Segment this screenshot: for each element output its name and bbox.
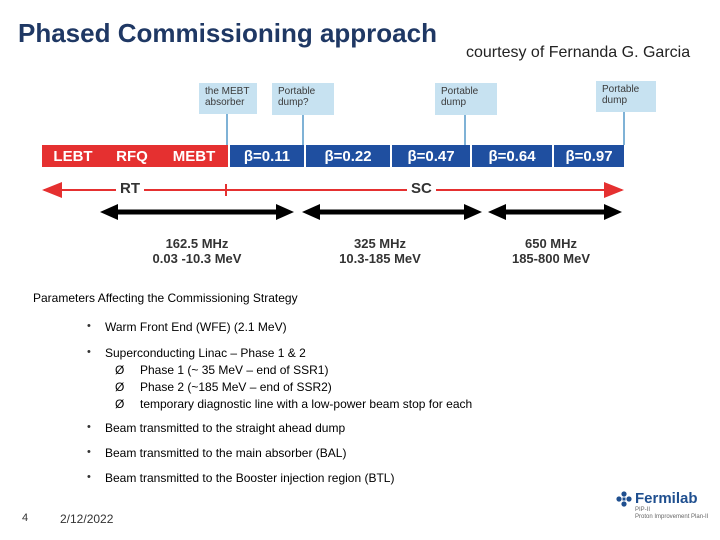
freq-energy: 10.3-185 MeV — [339, 251, 421, 266]
callout-line: Portable — [278, 86, 316, 97]
segment-beta-022: β=0.22 — [304, 145, 390, 167]
freq-block-1: 162.5 MHz 0.03 -10.3 MeV — [142, 236, 252, 266]
bullet-straight-dump: Beam transmitted to the straight ahead d… — [105, 421, 346, 435]
freq-arrow-3 — [488, 204, 622, 220]
sc-label: SC — [407, 180, 436, 197]
logo-sub-1: PIP-II — [635, 507, 651, 513]
arrows-diagram — [42, 182, 624, 220]
callout-line: the MEBT — [205, 86, 250, 97]
segment-rfq: RFQ — [104, 145, 160, 167]
params-heading: Parameters Affecting the Commissioning S… — [33, 291, 298, 305]
bullet-booster: Beam transmitted to the Booster injectio… — [105, 471, 395, 485]
segment-beta-064: β=0.64 — [470, 145, 552, 167]
bullet-sc-linac: Superconducting Linac – Phase 1 & 2 — [105, 346, 306, 360]
freq-block-3: 650 MHz 185-800 MeV — [496, 236, 606, 266]
bullet-marker: • — [87, 446, 91, 458]
connector-line — [464, 115, 466, 145]
bullet-marker: • — [87, 320, 91, 332]
sub-bullet-marker: Ø — [115, 380, 125, 394]
connector-line — [302, 115, 304, 145]
page-number: 4 — [22, 512, 29, 524]
bullet-marker: • — [87, 471, 91, 483]
sub-bullet-phase1: Phase 1 (~ 35 MeV – end of SSR1) — [140, 363, 329, 377]
segment-beta-011: β=0.11 — [228, 145, 304, 167]
segment-beta-097: β=0.97 — [552, 145, 624, 167]
freq-mhz: 650 MHz — [524, 236, 578, 251]
freq-mhz: 162.5 MHz — [165, 236, 229, 251]
callout-line: dump — [602, 95, 628, 106]
sub-bullet-phase2: Phase 2 (~185 MeV – end of SSR2) — [140, 380, 332, 394]
segment-mebt: MEBT — [160, 145, 228, 167]
bullet-marker: • — [87, 346, 91, 358]
segment-lebt: LEBT — [42, 145, 104, 167]
freq-block-2: 325 MHz 10.3-185 MeV — [325, 236, 435, 266]
rt-label: RT — [116, 180, 144, 197]
connector-line — [623, 112, 625, 145]
callout-line: Portable — [602, 84, 640, 95]
freq-arrow-2 — [302, 204, 482, 220]
sub-bullet-marker: Ø — [115, 397, 125, 411]
fermilab-wordmark: Fermilab — [635, 490, 698, 507]
connector-line — [226, 114, 228, 145]
slide-date: 2/12/2022 — [60, 512, 114, 526]
freq-energy: 185-800 MeV — [511, 251, 591, 266]
segment-beta-047: β=0.47 — [390, 145, 470, 167]
freq-energy: 0.03 -10.3 MeV — [152, 251, 242, 266]
bullet-wfe: Warm Front End (WFE) (2.1 MeV) — [105, 320, 287, 334]
callout-line: Portable — [441, 86, 479, 97]
callout-portable-dump-q: Portable dump? — [272, 83, 334, 115]
callout-portable-dump-mid: Portable dump — [435, 83, 497, 115]
freq-arrow-1 — [100, 204, 294, 220]
fermilab-mark-icon — [616, 490, 632, 507]
bullet-main-absorber: Beam transmitted to the main absorber (B… — [105, 446, 347, 460]
sub-bullet-marker: Ø — [115, 363, 125, 377]
logo-sub-2: Proton Improvement Plan-II — [635, 514, 709, 520]
sub-bullet-diagnostic: temporary diagnostic line with a low-pow… — [140, 397, 473, 411]
callout-line: dump? — [278, 97, 309, 108]
callout-line: dump — [441, 97, 467, 108]
bullet-marker: • — [87, 421, 91, 433]
slide-title: Phased Commissioning approach — [18, 18, 437, 48]
callout-portable-dump-end: Portable dump — [596, 81, 656, 112]
fermilab-logo: Fermilab PIP-II Proton Improvement Plan-… — [616, 490, 708, 521]
callout-mebt-absorber: the MEBT absorber — [199, 83, 257, 114]
callout-line: absorber — [205, 97, 245, 108]
freq-mhz: 325 MHz — [353, 236, 407, 251]
courtesy-text: courtesy of Fernanda G. Garcia — [466, 44, 691, 61]
